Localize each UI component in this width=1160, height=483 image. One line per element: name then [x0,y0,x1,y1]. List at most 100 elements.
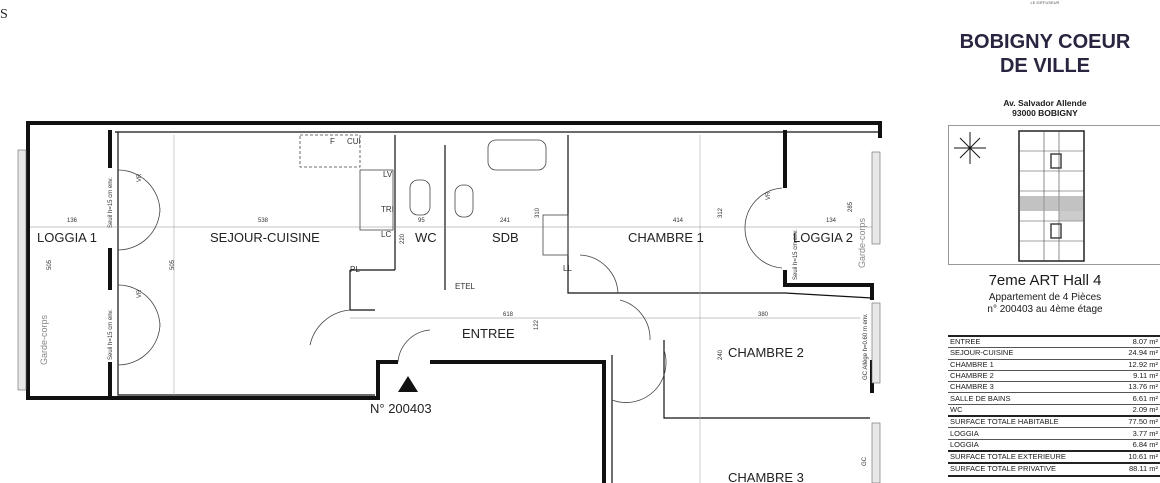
dim-ch2-height: 240 [718,349,724,360]
room-loggia-2: LOGGIA 2 [793,230,853,245]
project-title: BOBIGNY COEUR DE VILLE [930,30,1160,78]
note-allege: GC Allège h=0.60 m env. [863,313,869,380]
label-vr: VR [137,289,143,298]
dim-loggia2-width: 134 [826,218,837,224]
room-chambre-1: CHAMBRE 1 [628,230,704,245]
note-garde-corps: Garde-corps [857,217,867,268]
surface-label: SEJOUR-CUISINE [948,347,1114,360]
dim-ch2-width: 380 [758,312,769,318]
highlighted-apartment [1020,196,1083,211]
label-f: F [330,137,335,146]
exterior-walls [26,121,882,483]
dim-sdb-width: 241 [500,218,511,224]
surface-label: WC [948,404,1114,418]
room-chambre-3: CHAMBRE 3 [728,470,804,483]
label-pl: PL [350,265,360,274]
dim-sejour-width: 538 [258,218,269,224]
note-seuil: Seuil h=15 cm env. [108,309,114,360]
apartment-number: N° 200403 [370,401,432,416]
surface-value: 9.11 m² [1113,370,1160,383]
label-tri: TRI [381,205,394,214]
dim-ch1-width: 414 [673,218,684,224]
fixtures [117,134,783,403]
room-sejour-cuisine: SEJOUR-CUISINE [210,230,320,245]
surface-label: SURFACE TOTALE EXTERIEURE [948,450,1114,465]
address-line-1: Av. Salvador Allende [1003,98,1087,108]
interior-walls [30,131,880,483]
note-seuil: Seuil h=15 cm env. [108,177,114,228]
dim-entree-width: 618 [503,312,514,318]
label-gc: GC [862,456,868,466]
note-seuil: Seuil h=15 cm env. [793,229,799,280]
apartment-info: Appartement de 4 Pièces n° 200403 au 4èm… [930,292,1160,316]
surface-value: 10.61 m² [1113,450,1160,465]
surface-label: CHAMBRE 3 [948,381,1114,394]
label-vr: VR [766,191,772,200]
bathtub [487,139,547,171]
address: Av. Salvador Allende 93000 BOBIGNY [930,98,1160,118]
room-sdb: SDB [492,230,519,245]
surface-value: 3.77 m² [1113,427,1160,440]
dim-wc-height: 220 [400,233,406,244]
railing [17,149,881,483]
label-cui: CUI [347,137,361,146]
surface-value: 77.50 m² [1113,416,1160,429]
room-wc: WC [415,230,437,245]
surface-label: LOGGIA [948,427,1114,440]
dim-loggia1-width: 136 [67,218,78,224]
label-vr: VR [137,173,143,182]
surface-label: SURFACE TOTALE PRIVATIVE [948,463,1114,477]
toilet [454,184,474,218]
title-line-2: DE VILLE [999,55,1090,77]
surface-value: 12.92 m² [1113,359,1160,371]
surface-value: 13.76 m² [1113,381,1160,394]
logo: S [0,7,8,22]
apartment-floor: n° 200403 au 4ème étage [987,304,1103,315]
room-loggia-1: LOGGIA 1 [37,230,97,245]
dim-sejour-height: 505 [170,259,176,270]
surface-label: SALLE DE BAINS [948,392,1114,405]
surface-value: 24.94 m² [1113,347,1160,360]
dim-wc-width: 95 [418,218,425,224]
label-etel: ETEL [455,282,476,291]
surface-value: 2.09 m² [1113,404,1160,418]
surface-label: LOGGIA [948,439,1114,452]
entrance-marker-icon [398,376,418,392]
title-line-1: BOBIGNY COEUR [959,31,1131,53]
building-map [954,130,1085,262]
floor-plan: S [0,7,882,483]
address-line-2: 93000 BOBIGNY [1012,108,1078,118]
apartment-type: Appartement de 4 Pièces [988,292,1102,303]
room-chambre-2: CHAMBRE 2 [728,345,804,360]
compass-icon [954,132,986,164]
label-ll: LL [563,264,572,273]
surface-label: CHAMBRE 2 [948,370,1114,383]
info-panel: LE DIFFUSEUR BOBIGNY COEUR DE VILLE Av. … [930,0,1160,483]
location-map [948,125,1160,265]
building-name: 7eme ART Hall 4 [988,272,1102,289]
room-entree: ENTREE [462,326,515,341]
surface-value: 6.61 m² [1113,392,1160,405]
surface-value: 6.84 m² [1113,439,1160,452]
dim-ch1-height: 312 [718,207,724,218]
surface-value: 88.11 m² [1113,463,1160,477]
dim-entree-height: 122 [534,319,540,330]
top-note: LE DIFFUSEUR [1030,0,1060,5]
surface-label: CHAMBRE 1 [948,359,1114,371]
surface-value: 8.07 m² [1113,336,1160,349]
dim-loggia1-height: 505 [47,259,53,270]
note-garde-corps: Garde-corps [39,314,49,365]
toilet [409,179,431,216]
